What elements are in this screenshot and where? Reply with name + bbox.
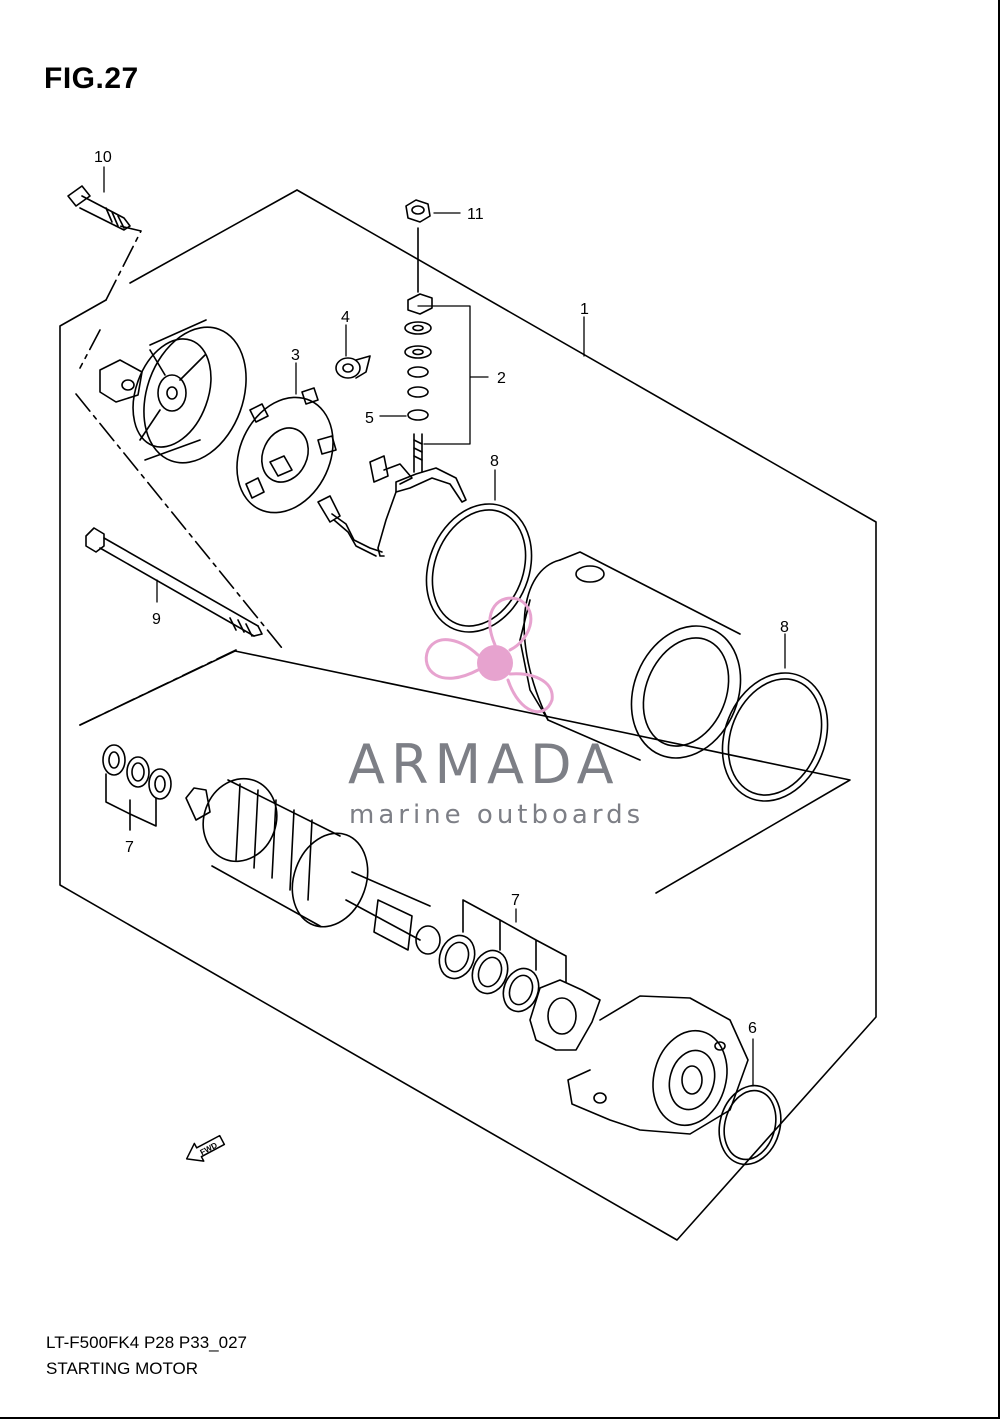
lock-plate-part [529, 979, 601, 1051]
callout-3: 3 [291, 347, 300, 364]
callout-6: 6 [748, 1020, 757, 1037]
o-ring-front-inner [723, 1089, 777, 1161]
callout-7-right: 7 [511, 892, 520, 909]
callout-2: 2 [497, 370, 506, 387]
callout-4: 4 [341, 309, 350, 326]
through-bolt-part [85, 527, 263, 637]
terminal-kit-part [404, 227, 433, 473]
washer-set-right [438, 899, 567, 1013]
o-ring-upper-inner [431, 509, 527, 627]
o-ring-lower-inner [727, 678, 823, 796]
rear-cover-part [99, 319, 247, 464]
callout-5: 5 [365, 410, 374, 427]
guide-line-10 [105, 225, 142, 301]
o-ring-lower [721, 672, 829, 802]
inner-plane-line [79, 649, 237, 726]
callout-8-upper: 8 [490, 453, 499, 470]
callout-1: 1 [580, 301, 589, 318]
guide-line-cover [75, 329, 283, 649]
diagram-code: LT-F500FK4 P28 P33_027 [46, 1333, 247, 1352]
callout-9: 9 [152, 611, 161, 628]
front-bracket-part [567, 995, 749, 1135]
o-ring-upper [425, 503, 533, 633]
washer-set-left [102, 744, 172, 831]
callout-8-lower: 8 [780, 619, 789, 636]
propeller-logo-icon [424, 596, 554, 714]
o-ring-front [718, 1084, 782, 1166]
yoke-housing-part [519, 551, 742, 761]
callout-7-left: 7 [125, 839, 134, 856]
nut-part [405, 199, 431, 223]
brush-holder-part [236, 387, 337, 514]
figure-title: FIG.27 [44, 62, 139, 95]
terminal-bracket-part [317, 455, 467, 557]
callout-10: 10 [94, 149, 112, 166]
fwd-arrow-icon: FWD [185, 1134, 226, 1162]
watermark-brand: ARMADA [348, 733, 620, 796]
bearing-part [335, 355, 371, 379]
armature-part [185, 777, 441, 955]
watermark-tagline: marine outboards [349, 800, 645, 830]
leader-lines [103, 166, 786, 1087]
diagram-name: STARTING MOTOR [46, 1359, 199, 1378]
callout-11: 11 [467, 206, 484, 223]
assembly-outline [59, 189, 877, 1241]
flange-bolt-part [67, 185, 131, 231]
